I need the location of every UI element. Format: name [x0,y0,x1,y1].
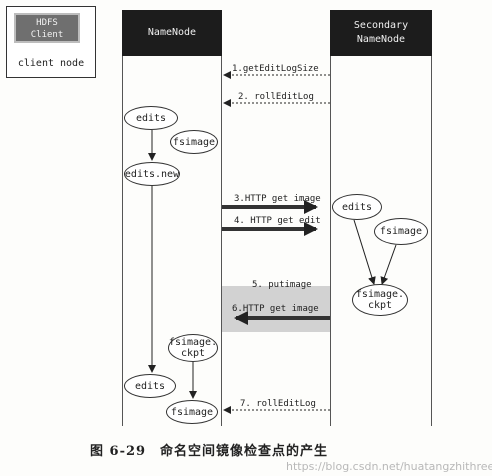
figure-caption: 图 6-29 命名空间镜像检查点的产生 [90,444,329,459]
namenode-column [122,56,222,426]
edge-snn-edits-to-ckpt [353,219,376,285]
msg-http-get-image: 3.HTTP get image [234,194,321,204]
legend-caption: client node [17,58,85,69]
namenode-edits-final: edits [124,374,176,398]
msg-putimage: 5. putimage [252,280,312,290]
namenode-fsimage-ckpt: fsimage. ckpt [168,334,218,362]
msg-roll-edit-log: 2. rollEditLog [238,92,314,102]
namenode-edits: edits [124,106,178,130]
secondary-edits: edits [332,194,382,220]
msg-http-get-image-back: 6.HTTP get image [232,304,319,314]
msg-roll-edit-log-final: 7. rollEditLog [240,399,316,409]
secondary-fsimage-ckpt: fsimage. ckpt [352,284,408,316]
msg-http-get-edit: 4. HTTP get edit [234,216,321,226]
secondary-namenode-header: Secondary NameNode [330,10,432,56]
namenode-fsimage: fsimage [170,130,218,154]
namenode-header: NameNode [122,10,222,56]
legend-hdfs-client: HDFS Client [14,13,80,43]
watermark-url: https://blog.csdn.net/huatangzhithree [286,460,492,473]
msg-get-edit-log-size: 1.getEditLogSize [232,64,319,74]
namenode-edits-new: edits.new [124,162,180,186]
secondary-namenode-column [330,56,432,426]
secondary-fsimage: fsimage [374,218,428,245]
namenode-fsimage-final: fsimage [166,400,218,424]
edge-snn-fsimage-to-ckpt [380,244,397,285]
